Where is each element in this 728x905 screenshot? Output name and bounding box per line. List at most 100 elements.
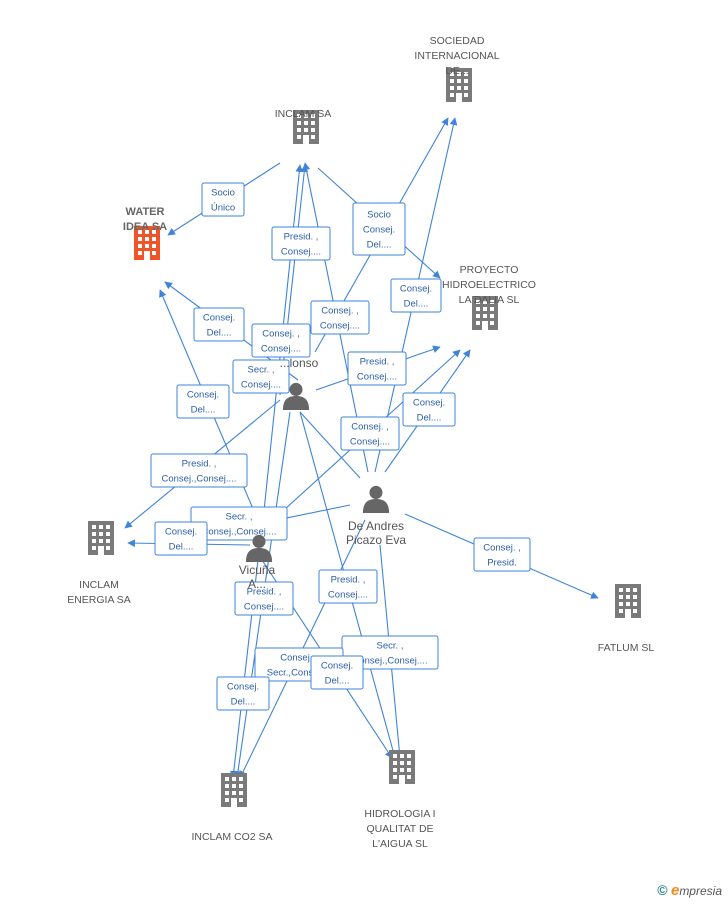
relation-box[interactable]: Consej.Del.... [402,392,456,427]
company-label: HIDROLOGIA I [364,808,435,820]
company-label: FATLUM SL [598,642,655,654]
relation-box[interactable]: Presid. , Consej.... [347,351,407,386]
company-node[interactable]: WATER IDEA SA [123,206,167,260]
relation-box-frame [154,521,208,556]
company-node[interactable]: INCLAM CO2 SA [191,773,273,843]
relation-box[interactable]: Consej. ,Consej.... [251,323,311,358]
relation-box-frame [310,655,364,690]
building-icon [389,750,415,784]
relation-box-frame [234,581,294,616]
relation-box[interactable]: Consej. , Presid. [473,537,531,572]
relation-box[interactable]: Consej.Del.... [216,676,270,711]
company-node[interactable]: HIDROLOGIA I QUALITAT DE L'AIGUA SL [364,750,436,850]
relation-box[interactable]: Consej. Del.... [176,384,230,419]
relation-box[interactable]: Consej. ,Consej.... [310,300,370,335]
company-label: INCLAM [79,579,119,591]
relation-box-frame [347,351,407,386]
relation-label: Consej.,Consej.... [202,527,277,538]
relation-label: Consej. [187,390,219,401]
relation-label: Consej. [203,313,235,324]
relation-label: Del.... [231,697,256,708]
company-label: WATER [126,206,165,218]
relation-box-frame [390,278,442,313]
company-node[interactable]: SOCIEDAD INTERNACIONAL DE... [414,35,500,102]
relation-box[interactable]: Consej. Del.... [193,307,245,342]
company-node[interactable]: INCLAM ENERGIA SA [67,521,131,606]
relation-box[interactable]: Secr. ,Consej.,Consej.... [190,506,288,541]
company-label: PROYECTO [460,264,519,276]
brand-initial: e [670,882,680,899]
relation-box[interactable]: Presid. ,Consej.... [271,226,331,261]
relation-label: Consej. [413,398,445,409]
person-node[interactable]: ...lonso [280,356,319,410]
company-label: INTERNACIONAL [414,50,499,62]
company-label: INCLAM CO2 SA [191,831,272,843]
relation-label: Del.... [404,299,429,310]
relation-box[interactable]: SocioConsej.Del.... [352,202,406,256]
company-label: INCLAM SA [275,108,332,120]
relation-label: Secr. , [248,365,275,376]
relation-box-frame [232,359,290,394]
company-label: SOCIEDAD [430,35,485,47]
relation-box[interactable]: Consej.Del.... [154,521,208,556]
relation-label: Presid. , [182,459,217,470]
relation-box-frame [271,226,331,261]
relation-label: Consej.... [320,321,360,332]
relation-box[interactable]: Secr. , Consej.... [232,359,290,394]
relation-label: Socio [367,210,391,221]
relation-box-frame [150,453,248,488]
company-label: DE... [445,65,468,77]
building-icon [615,584,641,618]
relation-box[interactable]: Consej. Del.... [390,278,442,313]
relation-box[interactable]: Presid. ,Consej.,Consej.... [150,453,248,488]
relation-box[interactable]: Secr. , Consej.,Consej.... [341,635,439,670]
person-label: A... [248,577,266,591]
relation-box[interactable]: Presid. ,Consej.... [318,569,378,604]
person-node[interactable]: VicuñaA... [239,534,276,591]
relation-box[interactable]: Consej. , Consej.... [340,416,400,451]
company-label: IDEA SA [123,221,167,233]
relation-label: Consej.,Consej.... [353,656,428,667]
relation-label: Del.... [207,328,232,339]
company-label: QUALITAT DE [366,823,433,835]
relation-label: Consej.... [350,437,390,448]
building-icon [88,521,114,555]
relation-box-frame [251,323,311,358]
relation-label: Secr. , [377,641,404,652]
relation-box[interactable]: Consej.Del.... [310,655,364,690]
company-node[interactable]: FATLUM SL [598,584,655,654]
relation-label: Consej. , [483,543,521,554]
relation-label: Del.... [169,542,194,553]
person-label: Picazo Eva [346,533,406,547]
relation-label: Consej. , [280,653,318,664]
relation-label: Presid. , [360,357,395,368]
relation-label: Consej.... [241,380,281,391]
relation-label: Del.... [191,405,216,416]
relation-box-frame [193,307,245,342]
person-label: De Andres [348,519,404,533]
relation-label: Consej.... [244,602,284,613]
brand-logo: © empresia [657,882,722,899]
company-label: L'AIGUA SL [372,838,428,850]
company-label: HIDROELECTRICO [442,279,536,291]
relation-label: Consej. [400,284,432,295]
company-label: ENERGIA SA [67,594,131,606]
copyright-icon: © [657,882,668,898]
relation-box-frame [318,569,378,604]
company-node[interactable]: INCLAM SA [275,108,332,144]
relation-box[interactable]: Presid. , Consej.... [234,581,294,616]
relation-label: Presid. , [247,587,282,598]
building-icon [221,773,247,807]
relation-label: Consej.... [357,372,397,383]
relation-label: Consej. , [351,422,389,433]
relation-label: Consej.... [328,590,368,601]
relation-label: Presid. [487,558,517,569]
edge [299,411,361,479]
relation-box-frame [352,202,406,256]
companies-layer: WATER IDEA SA INCLAM SA SOCIEDAD INTERNACI… [67,35,654,850]
